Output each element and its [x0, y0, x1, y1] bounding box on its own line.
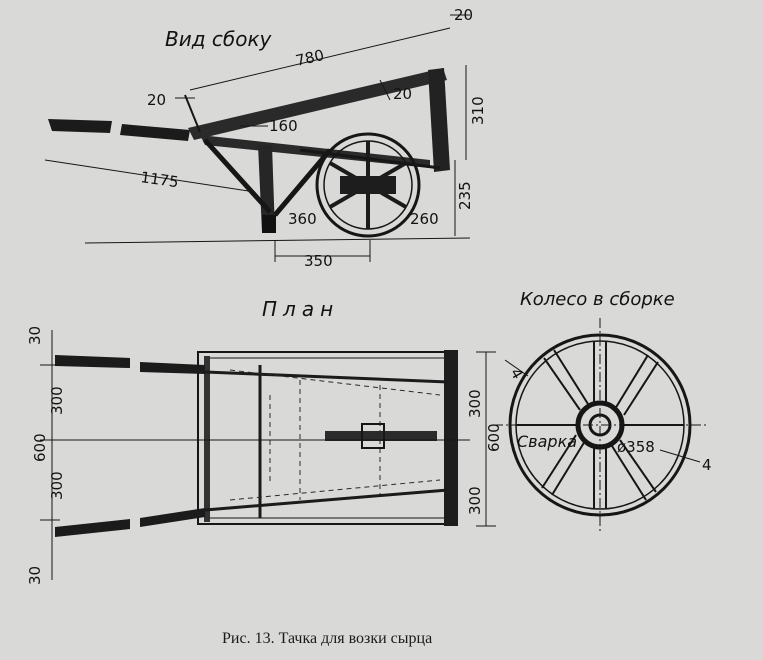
plan-handle-right-grip: [55, 519, 130, 537]
plan-dim-left-300b: 300: [48, 471, 66, 500]
leg-brace-b: [273, 148, 332, 217]
back-edge-line: [184, 94, 201, 133]
dim-top-20: 20: [454, 6, 473, 24]
dim-310: 310: [469, 96, 487, 125]
dim-260: 260: [410, 210, 439, 228]
wheel-center-lines: [493, 318, 707, 532]
dim-235: 235: [456, 181, 474, 210]
dim-780: 780: [294, 46, 326, 70]
handle-bar: [120, 124, 190, 141]
wheel-diameter-label: ø358: [617, 438, 655, 456]
side-view-title: Вид сбоку: [165, 27, 273, 51]
plan-handle-left-bar: [140, 362, 205, 374]
plan-hub: [361, 423, 385, 449]
plan-dim-right-300b: 300: [466, 486, 484, 515]
handle-grip: [48, 119, 112, 133]
plan-dim-bottom-30: 30: [26, 566, 44, 585]
plan-title: План: [262, 297, 339, 321]
plan-back-board: [204, 356, 210, 522]
plan-axle: [325, 431, 437, 441]
tray-front-board: [428, 68, 450, 172]
wheel-title: Колесо в сборке: [520, 289, 675, 310]
side-view: Вид сбоку: [44, 6, 487, 270]
plan-dim-right-300a: 300: [466, 389, 484, 418]
dim-left-20: 20: [147, 91, 166, 109]
axle-frame: [299, 148, 441, 170]
dim-350: 350: [304, 252, 333, 270]
dim-1175: 1175: [139, 168, 179, 191]
plan-dimension-lines: [40, 330, 496, 580]
ground-line: [84, 237, 471, 244]
side-dimension-lines: [44, 14, 470, 262]
plan-handle-right-bar: [140, 508, 205, 527]
plan-front-board: [444, 350, 458, 526]
wheel-dim-4-right: 4: [702, 456, 712, 474]
tray-top-board: [188, 68, 447, 140]
plan-dim-right-600: 600: [485, 423, 503, 452]
plan-frame-rails: [204, 365, 449, 518]
wheel-rim: [508, 333, 692, 517]
wheel-dim4-leader-right: [659, 449, 701, 463]
dim-160: 160: [269, 117, 298, 135]
wheel-dim4-leader-top: [504, 359, 529, 377]
dim-mid-20: 20: [393, 85, 412, 103]
plan-dim-left-600: 600: [31, 433, 49, 462]
weld-label: Сварка: [517, 432, 577, 451]
side-wheel-hub: [340, 176, 396, 194]
plan-dim-left-300a: 300: [48, 386, 66, 415]
plan-dim-top-30: 30: [26, 326, 44, 345]
plan-handle-left-grip: [55, 355, 130, 368]
wheel-spokes: [516, 342, 684, 508]
leg-brace-a: [203, 138, 272, 214]
figure-caption: Рис. 13. Тачка для возки сырца: [222, 630, 432, 647]
wheel-assembly: Колесо в сборке Сварка ø358 4 4: [493, 289, 712, 532]
dim-360: 360: [288, 210, 317, 228]
leg-foot: [262, 215, 276, 233]
side-wheel-rim: [315, 132, 421, 238]
plan-view: План: [26, 297, 503, 585]
